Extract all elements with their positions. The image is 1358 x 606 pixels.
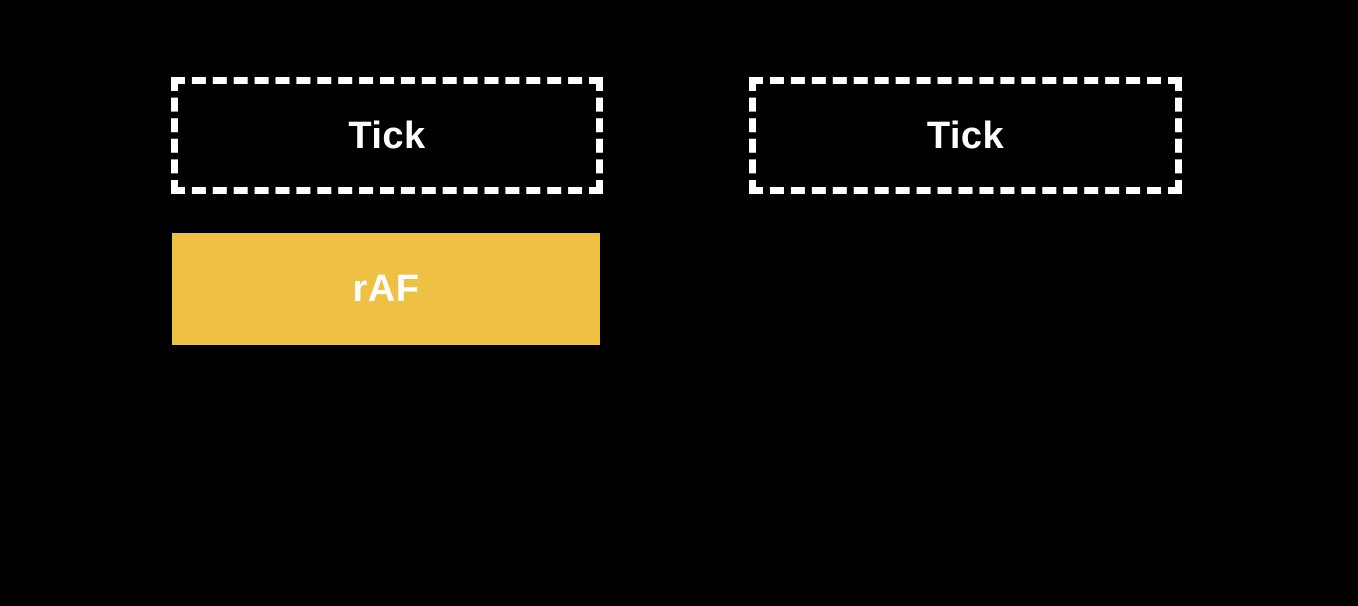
raf-box-label: rAF — [352, 268, 420, 310]
tick-box-left: Tick — [171, 77, 603, 194]
tick-box-right: Tick — [749, 77, 1182, 194]
tick-box-right-label: Tick — [926, 114, 1005, 157]
tick-box-left-label: Tick — [348, 114, 426, 157]
raf-box: rAF — [172, 233, 600, 345]
